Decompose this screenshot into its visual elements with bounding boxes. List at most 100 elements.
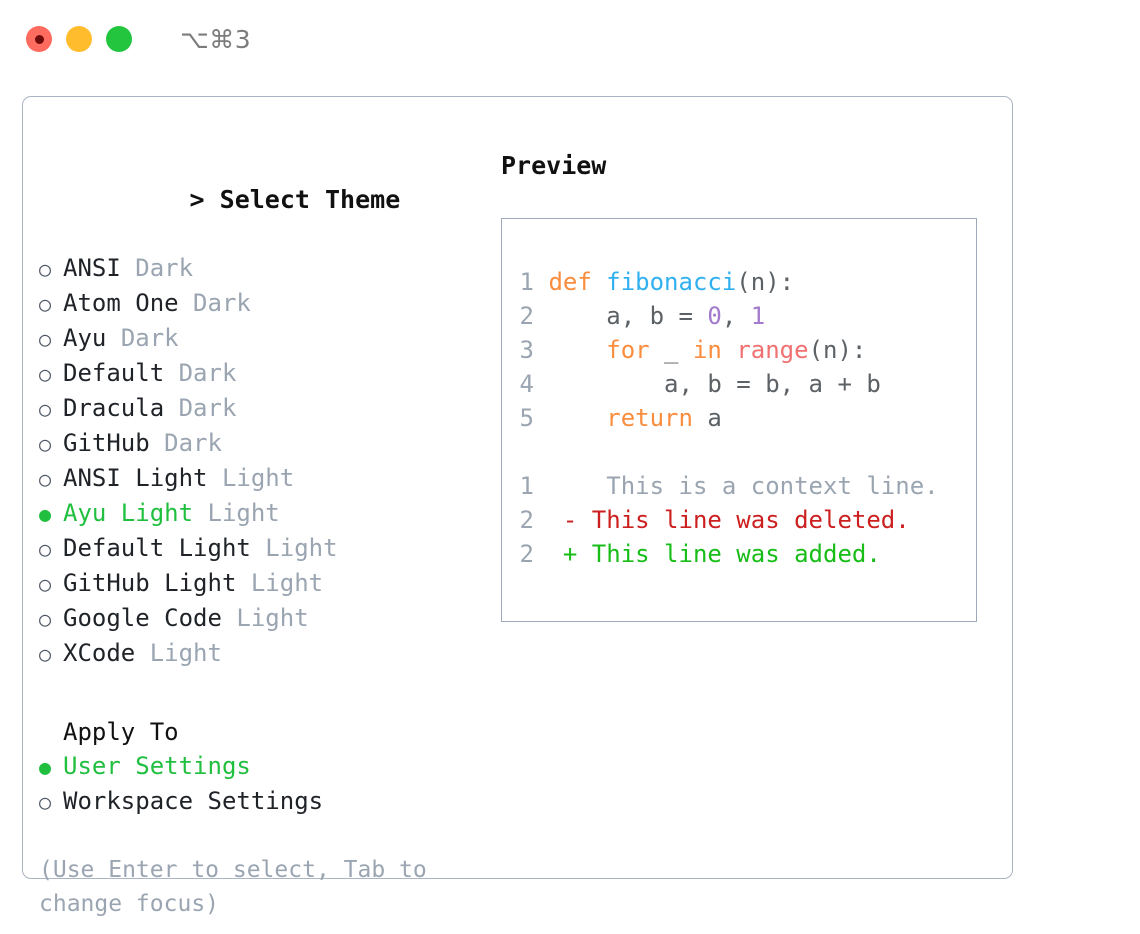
radio-unselected-icon: ○ <box>39 790 52 814</box>
code-line: 4 a, b = b, a + b <box>518 367 970 401</box>
apply-to-option-list[interactable]: ●User Settings○Workspace Settings <box>39 749 499 819</box>
gutter-gap <box>534 540 563 568</box>
theme-variant-tag: Light <box>250 569 324 597</box>
code-token <box>548 336 606 364</box>
label-gap <box>193 496 207 530</box>
label-gap <box>164 356 178 390</box>
code-token: a <box>692 404 722 432</box>
theme-option-label: Default Light <box>63 534 251 562</box>
line-number: 2 <box>519 302 534 330</box>
theme-option-google-code[interactable]: ○ Google Code Light <box>39 601 499 636</box>
theme-option-label: ANSI Light <box>63 464 208 492</box>
theme-option-default-light[interactable]: ○Default Light Light <box>39 531 499 566</box>
diff-marker: + <box>562 540 578 568</box>
zoom-button[interactable] <box>106 26 132 52</box>
theme-variant-tag: Light <box>207 499 280 527</box>
theme-option-ansi-light[interactable]: ○ ANSI Light Light <box>39 461 499 496</box>
minimize-button[interactable] <box>66 26 92 52</box>
label-gap <box>150 426 164 460</box>
theme-option-github-light[interactable]: ○GitHub Light Light <box>39 566 499 601</box>
code-token: for <box>606 336 650 364</box>
select-theme-title: Select Theme <box>219 185 401 214</box>
window-controls <box>26 26 132 52</box>
diff-line: 1 This is a context line. <box>518 469 970 503</box>
theme-variant-tag: Light <box>236 604 309 632</box>
code-token: (n): <box>808 336 867 364</box>
theme-option-ayu-light[interactable]: ●Ayu Light Light <box>39 496 499 531</box>
gutter-gap <box>534 472 563 500</box>
radio-unselected-icon: ○ <box>39 572 52 596</box>
line-number: 2 <box>519 506 534 534</box>
theme-option-atom-one[interactable]: ○Atom One Dark <box>39 286 499 321</box>
theme-option-label: Default <box>63 359 165 387</box>
gutter-gap <box>534 404 548 432</box>
gutter-gap <box>534 370 548 398</box>
code-line: 5 return a <box>518 401 970 435</box>
radio-unselected-icon: ○ <box>39 607 52 631</box>
theme-variant-tag: Dark <box>120 324 179 352</box>
label-gap <box>121 251 135 285</box>
close-button[interactable] <box>26 26 52 52</box>
code-token: return <box>606 404 693 432</box>
apply-to-heading: Apply To <box>63 718 179 746</box>
gutter-gap <box>534 268 548 296</box>
label-gap <box>106 321 120 355</box>
theme-option-github[interactable]: ○ GitHub Dark <box>39 426 499 461</box>
radio-unselected-icon: ○ <box>39 537 52 561</box>
theme-option-xcode[interactable]: ○XCode Light <box>39 636 499 671</box>
line-number: 5 <box>519 404 534 432</box>
theme-variant-tag: Dark <box>178 359 237 387</box>
theme-option-label: ANSI <box>63 254 121 282</box>
line-number: 4 <box>519 370 534 398</box>
code-line: 2 a, b = 0, 1 <box>518 299 970 333</box>
theme-picker-column: > Select Theme ○ANSI Dark○Atom One Dark○… <box>39 149 499 921</box>
label-gap <box>222 601 236 635</box>
radio-unselected-icon: ○ <box>39 432 52 456</box>
theme-option-label: Google Code <box>63 604 222 632</box>
preview-heading: Preview <box>501 151 607 180</box>
code-token: range <box>736 336 809 364</box>
theme-option-dracula[interactable]: ○Dracula Dark <box>39 391 499 426</box>
theme-option-list[interactable]: ○ANSI Dark○Atom One Dark○Ayu Dark○Defaul… <box>39 251 499 671</box>
theme-variant-tag: Light <box>149 639 222 667</box>
radio-unselected-icon: ○ <box>39 397 52 421</box>
select-theme-heading: > Select Theme <box>39 149 499 251</box>
theme-option-ayu[interactable]: ○Ayu Dark <box>39 321 499 356</box>
theme-option-label: Ayu Light <box>63 499 194 527</box>
apply-to-option-user-settings[interactable]: ●User Settings <box>39 749 499 784</box>
title-bar: ⌥⌘3 <box>0 0 1140 78</box>
theme-variant-tag: Dark <box>164 429 222 457</box>
line-number: 3 <box>519 336 534 364</box>
diff-marker <box>563 472 577 500</box>
gutter-gap <box>534 506 563 534</box>
diff-marker: - <box>562 506 578 534</box>
code-diff-separator <box>518 435 970 469</box>
label-gap <box>164 391 178 425</box>
code-line: 1 def fibonacci(n): <box>518 265 970 299</box>
preview-column: Preview 1 def fibonacci(n):2 a, b = 0, 1… <box>501 149 1001 622</box>
theme-option-ansi[interactable]: ○ ANSI Dark <box>39 251 499 286</box>
apply-to-option-workspace-settings[interactable]: ○Workspace Settings <box>39 784 499 819</box>
gutter-gap <box>534 302 548 330</box>
radio-unselected-icon: ○ <box>39 467 52 491</box>
theme-option-default[interactable]: ○Default Dark <box>39 356 499 391</box>
radio-unselected-icon: ○ <box>39 327 52 351</box>
label-gap <box>179 286 193 320</box>
code-token: a, b = b, a + b <box>548 370 881 398</box>
diff-line: 2 + This line was added. <box>518 537 970 571</box>
code-token: (n): <box>736 268 795 296</box>
theme-variant-tag: Dark <box>178 394 237 422</box>
gutter-gap <box>534 336 548 364</box>
code-line: 3 for _ in range(n): <box>518 333 970 367</box>
main-panel: > Select Theme ○ANSI Dark○Atom One Dark○… <box>22 96 1013 917</box>
code-token <box>548 404 606 432</box>
theme-variant-tag: Dark <box>135 254 194 282</box>
theme-option-label: GitHub <box>63 429 150 457</box>
code-token <box>722 336 736 364</box>
theme-variant-tag: Light <box>221 464 295 492</box>
label-gap <box>208 461 222 495</box>
radio-unselected-icon: ○ <box>39 257 52 281</box>
